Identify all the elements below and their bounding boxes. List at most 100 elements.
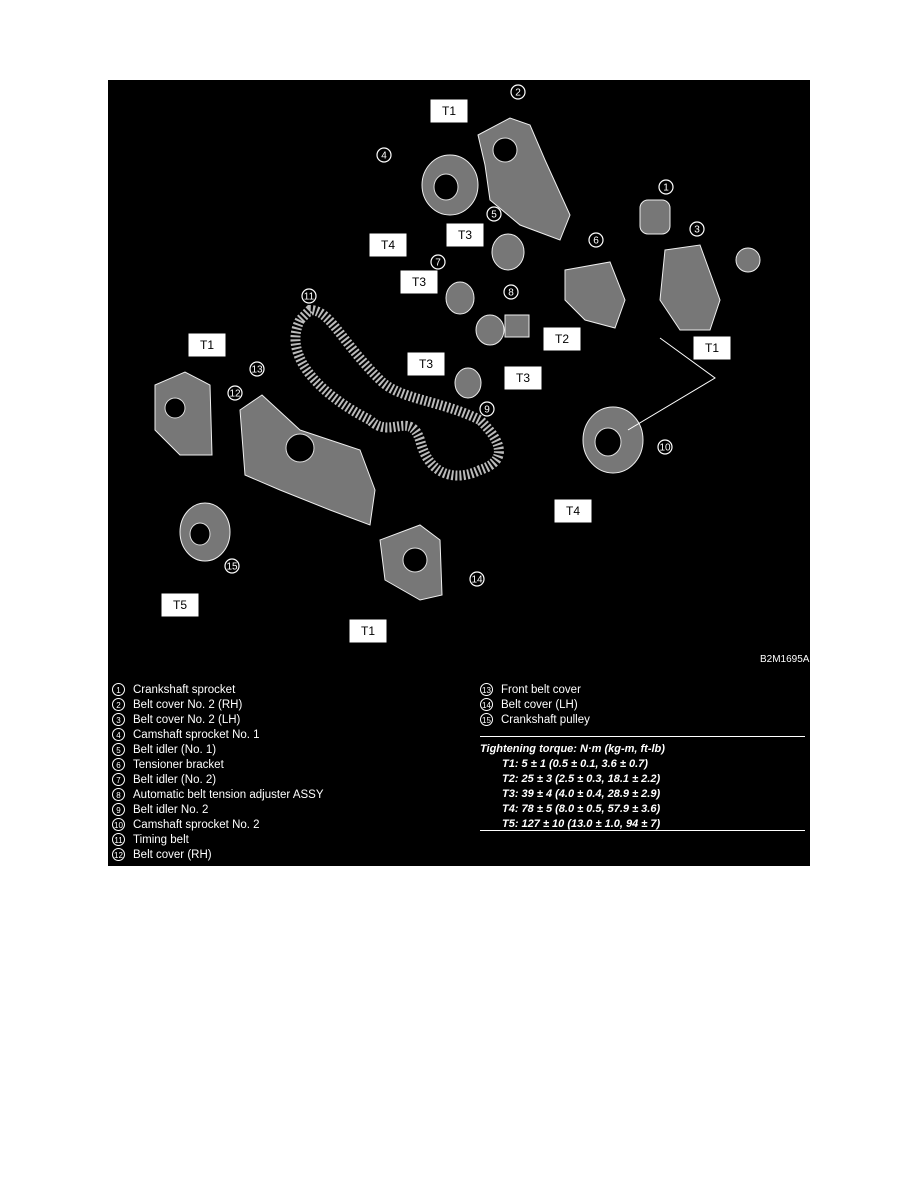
legend-number: 2 bbox=[112, 698, 125, 711]
belt-cover-rh bbox=[154, 371, 213, 456]
callout-3: 3 bbox=[689, 221, 705, 237]
torque-tag-label: T3 bbox=[412, 275, 426, 289]
legend-number: 14 bbox=[480, 698, 493, 711]
callout-13: 13 bbox=[249, 361, 265, 377]
torque-tag-label: T3 bbox=[516, 371, 530, 385]
torque-tag-label: T2 bbox=[555, 332, 569, 346]
assembly-line bbox=[627, 337, 716, 431]
callout-number: 8 bbox=[508, 288, 514, 299]
legend-label: Belt cover (LH) bbox=[501, 699, 578, 711]
legend-number: 15 bbox=[480, 713, 493, 726]
legend-label: Front belt cover bbox=[501, 684, 581, 696]
callout-number: 5 bbox=[491, 210, 497, 221]
callout-number: 11 bbox=[304, 292, 315, 303]
torque-row: T5: 127 ± 10 (13.0 ± 1.0, 94 ± 7) bbox=[502, 818, 661, 830]
front-belt-cover bbox=[239, 394, 376, 526]
legend-item: 2 Belt cover No. 2 (RH) bbox=[112, 698, 324, 713]
legend-number: 8 bbox=[112, 788, 125, 801]
legend-label: Camshaft sprocket No. 2 bbox=[133, 819, 260, 831]
crankshaft-pulley bbox=[179, 502, 231, 562]
callout-number: 7 bbox=[435, 258, 441, 269]
legend-label: Crankshaft sprocket bbox=[133, 684, 236, 696]
belt-idler-no2 bbox=[445, 281, 475, 315]
legend-item: 12 Belt cover (RH) bbox=[112, 848, 324, 863]
callout-15: 15 bbox=[224, 558, 240, 574]
callout-2: 2 bbox=[510, 84, 526, 100]
legend-right: 13 Front belt cover 14 Belt cover (LH) 15 Cra… bbox=[480, 683, 590, 728]
legend-item: 13 Front belt cover bbox=[480, 683, 590, 698]
legend-item: 10 Camshaft sprocket No. 2 bbox=[112, 818, 324, 833]
legend-label: Crankshaft pulley bbox=[501, 714, 590, 726]
torque-spec: Tightening torque: N·m (kg-m, ft-lb) T1:… bbox=[480, 742, 665, 832]
callout-7: 7 bbox=[430, 254, 446, 270]
belt-idler-no1 bbox=[491, 233, 525, 271]
legend-number: 9 bbox=[112, 803, 125, 816]
legend-number: 4 bbox=[112, 728, 125, 741]
legend-number: 7 bbox=[112, 773, 125, 786]
torque-tag: T3 bbox=[504, 366, 542, 390]
legend-number: 10 bbox=[112, 818, 125, 831]
legend-item: 4 Camshaft sprocket No. 1 bbox=[112, 728, 324, 743]
torque-tag: T3 bbox=[407, 352, 445, 376]
divider bbox=[480, 830, 805, 831]
legend-number: 1 bbox=[112, 683, 125, 696]
legend-label: Automatic belt tension adjuster ASSY bbox=[133, 789, 324, 801]
callout-number: 14 bbox=[471, 575, 483, 586]
legend-item: 15 Crankshaft pulley bbox=[480, 713, 590, 728]
torque-tag-label: T3 bbox=[458, 228, 472, 242]
torque-tag-label: T1 bbox=[361, 624, 375, 638]
torque-tag-label: T3 bbox=[419, 357, 433, 371]
torque-title: Tightening torque: N·m (kg-m, ft-lb) bbox=[480, 743, 665, 755]
torque-tag: T3 bbox=[446, 223, 484, 247]
legend-label: Belt cover (RH) bbox=[133, 849, 212, 861]
torque-tag: T1 bbox=[693, 336, 731, 360]
belt-cover-lh bbox=[379, 524, 443, 601]
callout-number: 4 bbox=[381, 151, 387, 162]
torque-tag: T1 bbox=[349, 619, 387, 643]
torque-row: T2: 25 ± 3 (2.5 ± 0.3, 18.1 ± 2.2) bbox=[502, 773, 661, 785]
legend-left: 1 Crankshaft sprocket 2 Belt cover No. 2 (R… bbox=[112, 683, 324, 863]
callout-14: 14 bbox=[469, 571, 485, 587]
camshaft-sprocket-no2 bbox=[582, 406, 644, 474]
torque-tag: T5 bbox=[161, 593, 199, 617]
legend-label: Belt idler (No. 1) bbox=[133, 744, 217, 756]
callout-number: 15 bbox=[226, 562, 238, 573]
torque-tag-label: T5 bbox=[173, 598, 187, 612]
callout-6: 6 bbox=[588, 232, 604, 248]
legend-number: 13 bbox=[480, 683, 493, 696]
belt-cover-no2-rh bbox=[477, 117, 571, 241]
torque-tag: T4 bbox=[554, 499, 592, 523]
legend-number: 12 bbox=[112, 848, 125, 861]
legend-label: Camshaft sprocket No. 1 bbox=[133, 729, 260, 741]
crankshaft-sprocket bbox=[639, 199, 671, 235]
legend-item: 5 Belt idler (No. 1) bbox=[112, 743, 324, 758]
legend-item: 8 Automatic belt tension adjuster ASSY bbox=[112, 788, 324, 803]
legend-number: 3 bbox=[112, 713, 125, 726]
torque-tag-label: T4 bbox=[381, 238, 395, 252]
callout-number: 10 bbox=[659, 443, 671, 454]
callout-number: 12 bbox=[229, 389, 241, 400]
torque-row: T4: 78 ± 5 (8.0 ± 0.5, 57.9 ± 3.6) bbox=[502, 803, 661, 815]
legend-label: Belt cover No. 2 (RH) bbox=[133, 699, 243, 711]
timing-belt bbox=[290, 304, 504, 481]
callout-11: 11 bbox=[301, 288, 317, 304]
torque-row: T1: 5 ± 1 (0.5 ± 0.1, 3.6 ± 0.7) bbox=[502, 758, 648, 770]
callout-1: 1 bbox=[658, 179, 674, 195]
camshaft-sprocket-no1 bbox=[421, 154, 479, 216]
torque-tag-label: T1 bbox=[442, 104, 456, 118]
legend-item: 14 Belt cover (LH) bbox=[480, 698, 590, 713]
legend-number: 5 bbox=[112, 743, 125, 756]
tensioner-bracket bbox=[564, 261, 626, 329]
legend-label: Belt cover No. 2 (LH) bbox=[133, 714, 241, 726]
callout-number: 6 bbox=[593, 236, 599, 247]
legend-item: 3 Belt cover No. 2 (LH) bbox=[112, 713, 324, 728]
tension-adjuster bbox=[475, 314, 530, 346]
torque-tag-label: T1 bbox=[705, 341, 719, 355]
belt-cover-no2-lh bbox=[659, 244, 761, 331]
belt-idler-no2b bbox=[454, 367, 482, 399]
torque-row: T3: 39 ± 4 (4.0 ± 0.4, 28.9 ± 2.9) bbox=[502, 788, 661, 800]
torque-tag: T2 bbox=[543, 327, 581, 351]
callout-10: 10 bbox=[657, 439, 673, 455]
